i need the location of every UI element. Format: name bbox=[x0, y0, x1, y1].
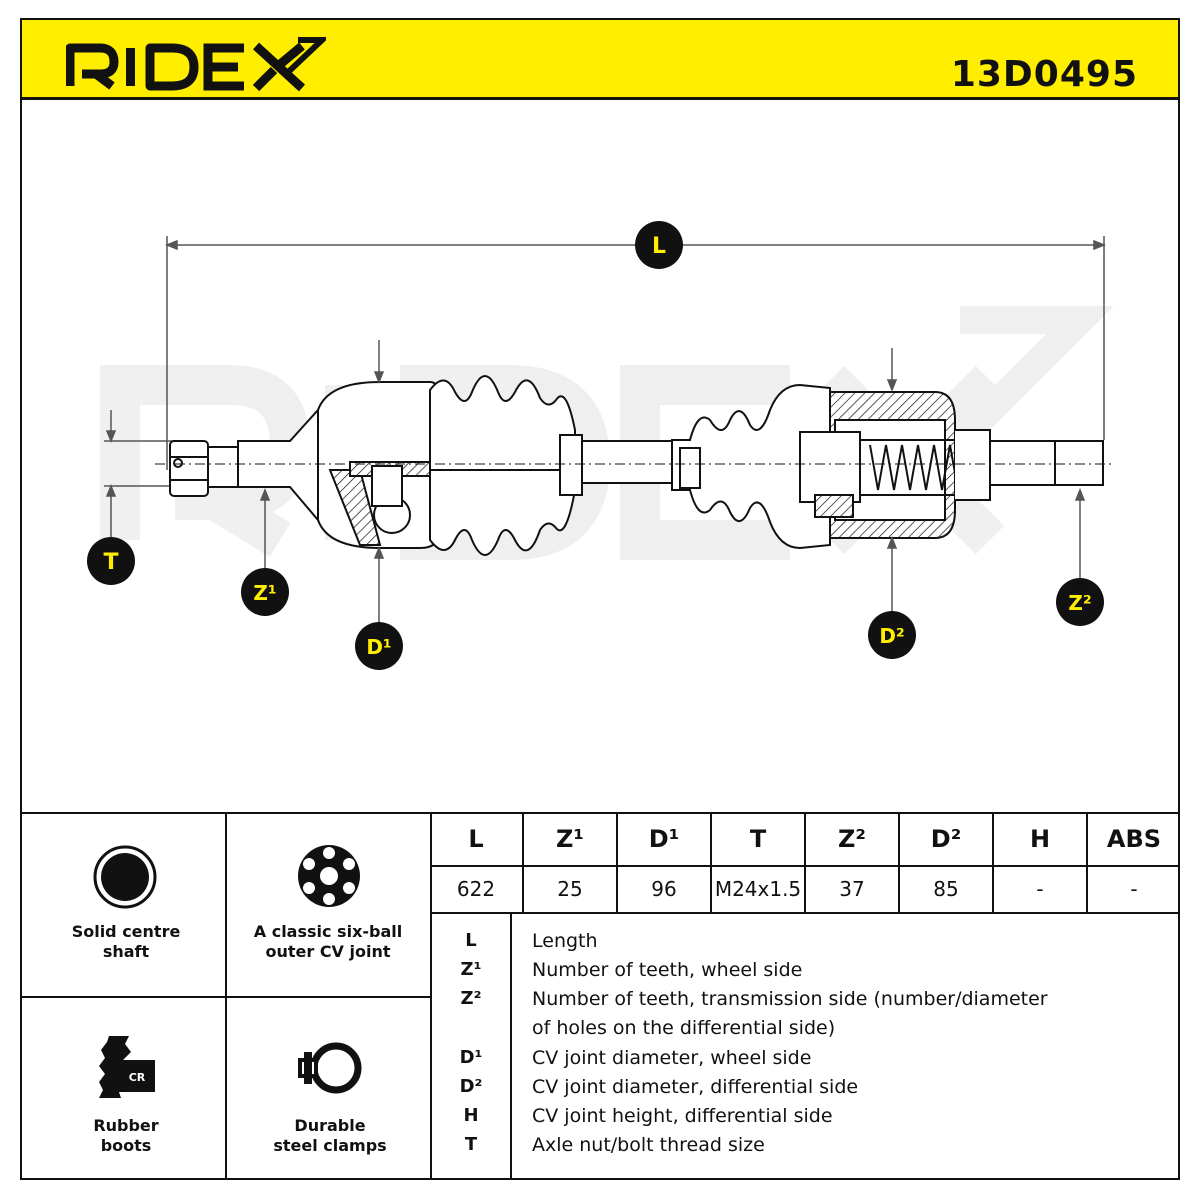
feature-label: outer CV joint bbox=[265, 942, 391, 961]
legend-key: D² bbox=[459, 1076, 483, 1097]
spec-value: - bbox=[1130, 877, 1138, 901]
legend: L Length Z¹ Number of teeth, wheel side … bbox=[430, 914, 1180, 1180]
leader-lines bbox=[259, 340, 1086, 622]
part-number: 13D0495 bbox=[950, 54, 1138, 95]
spec-header: D¹ bbox=[618, 813, 712, 865]
six-ball-joint-icon bbox=[298, 845, 360, 907]
brand-logo bbox=[66, 37, 326, 92]
legend-key: Z² bbox=[460, 988, 482, 1009]
feature-label: A classic six-ball bbox=[253, 922, 403, 941]
feature-label: Solid centre bbox=[71, 922, 181, 941]
spec-header: D² bbox=[900, 813, 994, 865]
label-bubble-d2: D² bbox=[868, 611, 916, 659]
label-bubble-z2: Z² bbox=[1056, 578, 1104, 626]
legend-text: Axle nut/bolt thread size bbox=[532, 1134, 765, 1156]
spec-value: - bbox=[994, 865, 1088, 913]
steel-clamp-icon bbox=[298, 1042, 362, 1094]
spec-value: M24x1.5 bbox=[712, 865, 806, 913]
feature-label: steel clamps bbox=[273, 1136, 387, 1155]
bottom-divider bbox=[20, 812, 1180, 814]
legend-text: CV joint diameter, differential side bbox=[532, 1076, 859, 1098]
legend-key: H bbox=[463, 1105, 479, 1126]
spec-header: H bbox=[994, 813, 1088, 865]
legend-key: D¹ bbox=[459, 1047, 483, 1068]
label-bubble-l: L bbox=[635, 221, 683, 269]
spec-value: 622 bbox=[430, 865, 524, 913]
rubber-boot-icon: CR bbox=[99, 1036, 155, 1098]
spec-header: ABS bbox=[1106, 825, 1162, 853]
spec-header: T bbox=[712, 813, 806, 865]
legend-text: of holes on the differential side) bbox=[532, 1017, 836, 1039]
label-bubble-z1: Z¹ bbox=[241, 568, 289, 616]
spec-value: 96 bbox=[618, 865, 712, 913]
header-bar: 13D0495 bbox=[20, 18, 1180, 100]
svg-text:D¹: D¹ bbox=[366, 635, 391, 659]
svg-text:CR: CR bbox=[129, 1071, 146, 1084]
svg-text:Z¹: Z¹ bbox=[253, 581, 276, 605]
spec-header: L bbox=[430, 813, 524, 865]
svg-text:D²: D² bbox=[879, 624, 904, 648]
spec-header: Z² bbox=[806, 813, 900, 865]
label-bubble-t: T bbox=[87, 537, 135, 585]
axle-body bbox=[169, 375, 1104, 556]
feature-label: shaft bbox=[102, 942, 150, 961]
spec-value: 37 bbox=[806, 865, 900, 913]
spec-table: L Z¹ D¹ T Z² D² H ABS 622 25 96 M24x1.5 … bbox=[430, 813, 1180, 914]
feature-row-divider bbox=[20, 996, 430, 998]
legend-text: CV joint height, differential side bbox=[532, 1105, 833, 1127]
svg-text:T: T bbox=[103, 550, 118, 575]
spec-value: 85 bbox=[900, 865, 994, 913]
legend-key: L bbox=[465, 930, 477, 951]
dimension-t bbox=[104, 410, 175, 540]
legend-text: Number of teeth, wheel side bbox=[532, 959, 803, 981]
svg-text:L: L bbox=[652, 234, 666, 259]
legend-key: Z¹ bbox=[460, 959, 482, 980]
legend-divider bbox=[510, 914, 512, 1180]
label-bubble-d1: D¹ bbox=[355, 622, 403, 670]
solid-shaft-icon bbox=[93, 845, 157, 909]
legend-text: Number of teeth, transmission side (numb… bbox=[532, 988, 1048, 1010]
legend-key: T bbox=[464, 1134, 478, 1155]
spec-value: 25 bbox=[524, 865, 618, 913]
legend-text: Length bbox=[532, 930, 598, 952]
feature-col-divider-2 bbox=[430, 812, 432, 1180]
feature-label: Rubber bbox=[93, 1116, 159, 1135]
feature-label: boots bbox=[100, 1136, 152, 1155]
legend-text: CV joint diameter, wheel side bbox=[532, 1047, 812, 1069]
feature-label: Durable bbox=[294, 1116, 366, 1135]
spec-header: Z¹ bbox=[524, 813, 618, 865]
drive-shaft-drawing: L T Z¹ D¹ D² Z² bbox=[87, 221, 1115, 670]
svg-text:Z²: Z² bbox=[1068, 591, 1091, 615]
